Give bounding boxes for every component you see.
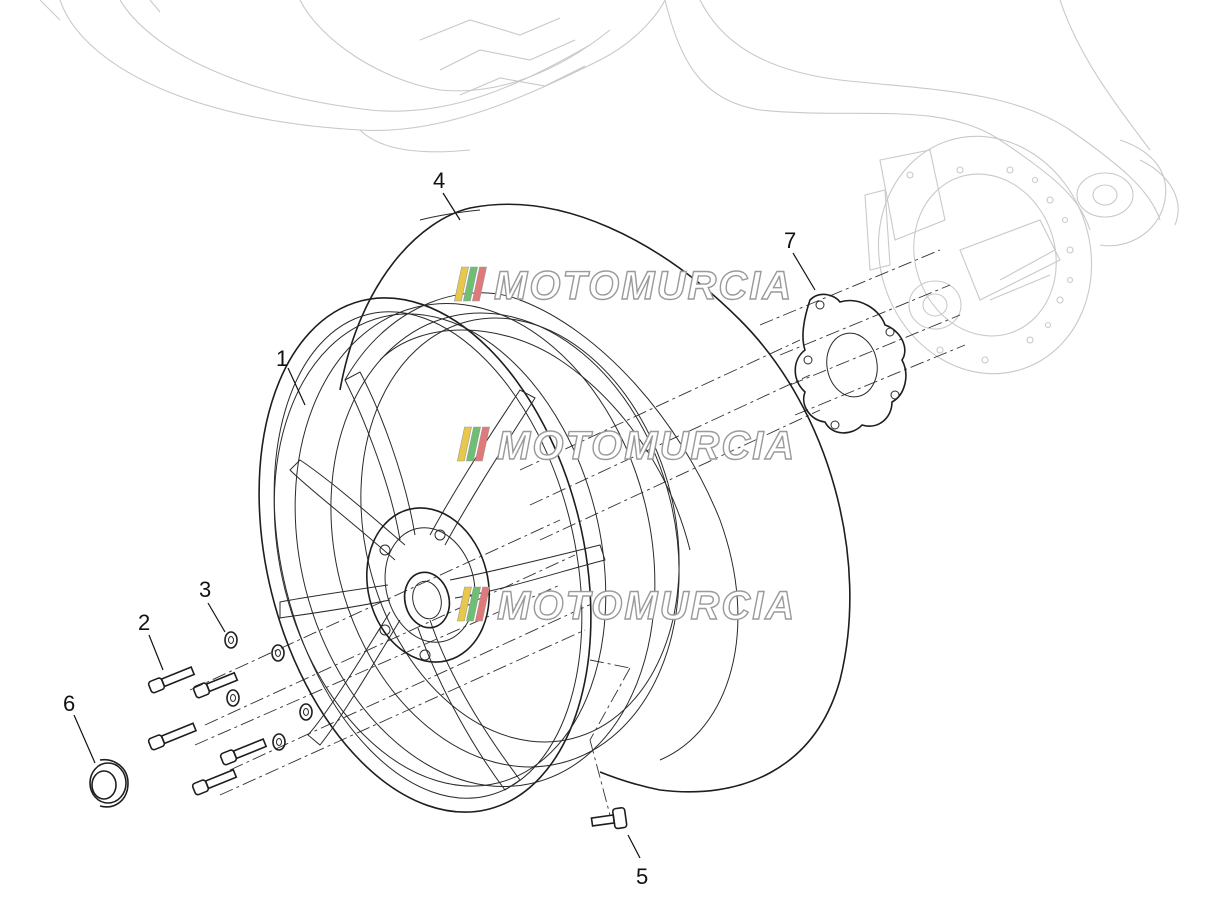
wheel-rim: [258, 297, 680, 813]
callout-1: 1: [276, 346, 288, 371]
axle-nut: [89, 758, 129, 808]
watermark-stripe: [465, 586, 481, 622]
brake-disc-ghost: [864, 135, 1093, 375]
assembly-axis-lines: [189, 249, 966, 816]
watermark-top: MOTOMURCIA: [453, 263, 793, 309]
callout-labels: 1 2 3 4 5 6 7: [63, 168, 796, 889]
watermark-stripe: [465, 426, 481, 462]
watermark-stripe: [462, 266, 478, 302]
watermark-stripe: [471, 266, 487, 302]
callout-4: 4: [433, 168, 445, 193]
callout-7: 7: [784, 228, 796, 253]
tyre-valve: [590, 806, 628, 830]
disc-mounting-plate: [794, 293, 907, 434]
watermark-bottom: MOTOMURCIA: [456, 583, 796, 629]
watermark-stripe: [474, 586, 490, 622]
tyre: [339, 203, 851, 793]
watermark-stripe: [474, 426, 490, 462]
watermark-stripe: [453, 266, 469, 302]
leader-lines: [73, 192, 816, 859]
watermark-stripe: [456, 586, 472, 622]
watermark-text: MOTOMURCIA: [497, 424, 796, 468]
callout-6: 6: [63, 691, 75, 716]
screw-set: [147, 666, 268, 796]
callout-5: 5: [636, 864, 648, 889]
watermark-text: MOTOMURCIA: [497, 584, 796, 628]
watermark-text: MOTOMURCIA: [494, 264, 793, 308]
watermark-middle: MOTOMURCIA: [456, 423, 796, 469]
watermark-stripe: [456, 426, 472, 462]
washer-set: [224, 631, 313, 751]
callout-2: 2: [138, 610, 150, 635]
scooter-body-ghost: [39, 0, 1179, 247]
callout-3: 3: [199, 577, 211, 602]
